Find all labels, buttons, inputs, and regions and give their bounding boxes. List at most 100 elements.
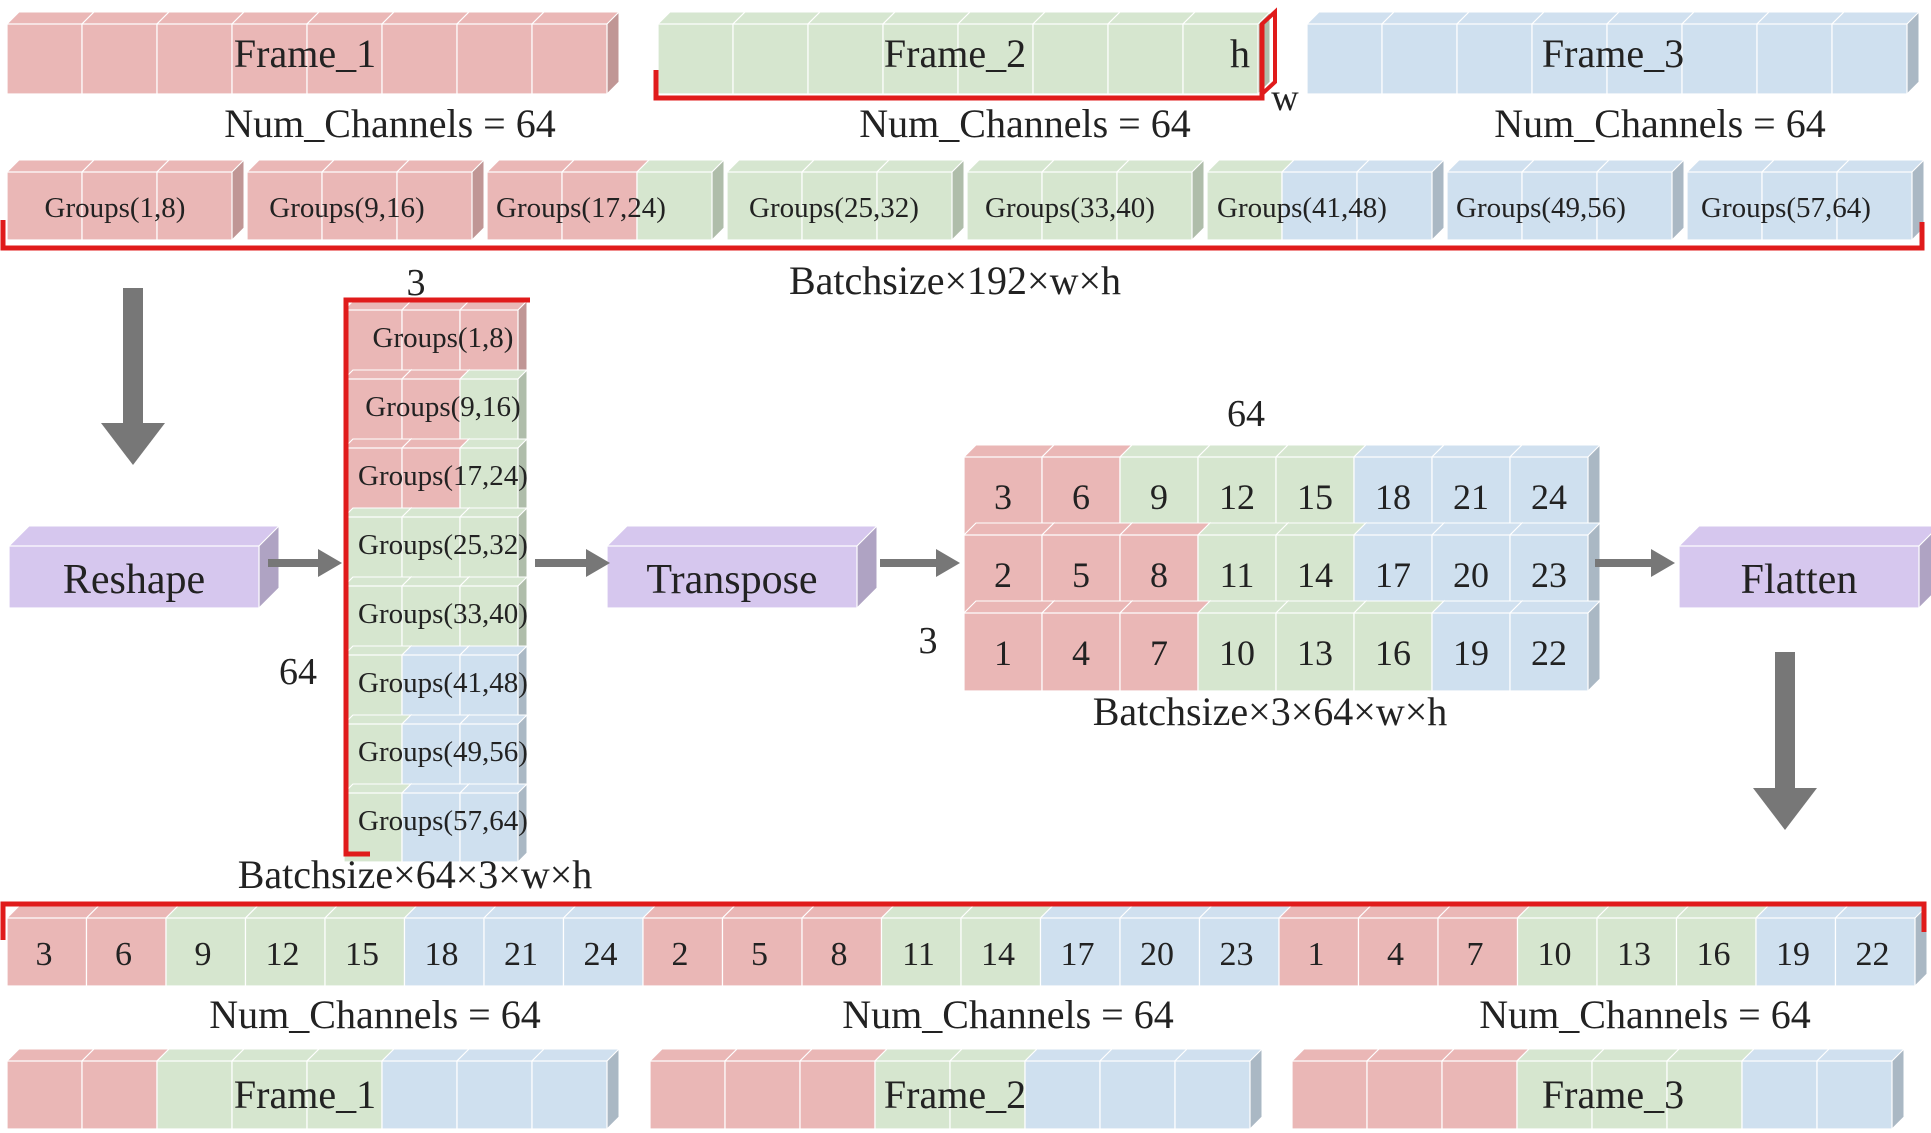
transpose-cell-label: 1 — [994, 633, 1012, 673]
frame-2-channel-highlight — [1260, 7, 1277, 99]
group-1-cube — [5, 158, 96, 242]
flat-row-label: 8 — [831, 936, 848, 973]
bottom-frame-2-channel-cube — [648, 1047, 739, 1131]
bottom-frame-2-channels: Num_Channels = 64 — [842, 992, 1173, 1037]
transpose-cell-label: 6 — [1072, 477, 1090, 517]
top-frame-2-channel-cube — [1106, 10, 1197, 96]
arrow-head — [318, 549, 342, 577]
row-shape-label: Batchsize×192×w×h — [789, 258, 1121, 303]
bottom-frame-2-channel-cube — [1173, 1047, 1264, 1131]
bottom-frame-1-channel-cube — [80, 1047, 171, 1131]
bottom-frame-3-channel-cube — [1440, 1047, 1531, 1131]
top-frame-2-channel-cube — [1031, 10, 1122, 96]
flat-row-cube — [5, 904, 100, 988]
reshape-label: Reshape — [63, 557, 205, 603]
bottom-frame-1-channel-cube — [5, 1047, 96, 1131]
flat-row-cube — [1834, 904, 1929, 988]
highlight-layer — [0, 7, 1927, 940]
bottom-frame-1-channel-cube — [380, 1047, 471, 1131]
text-layer: Frame_1 Frame_2 Frame_3 h w Num_Channels… — [36, 31, 1890, 1117]
flatten-label: Flatten — [1741, 557, 1858, 603]
flat-row-label: 1 — [1308, 936, 1325, 973]
flat-row-label: 11 — [902, 936, 935, 973]
bottom-frame-3-channel-cube — [1815, 1047, 1906, 1131]
transpose-cell-cube — [1040, 521, 1134, 615]
transpose-cell-label: 3 — [994, 477, 1012, 517]
flat-row-label: 4 — [1387, 936, 1404, 973]
groups-row-highlight — [0, 220, 1925, 251]
top-frame-2-channel-cube — [1181, 10, 1272, 96]
flat-row-cube — [1436, 904, 1531, 988]
arrow-head — [101, 423, 165, 465]
flat-row-label: 15 — [345, 936, 379, 973]
top-frame-3-channel-cube — [1455, 10, 1546, 96]
top-frame-3-channel-cube — [1680, 10, 1771, 96]
transpose-cell-label: 12 — [1219, 477, 1255, 517]
reshape-top-dim: 3 — [407, 262, 426, 304]
flat-row-label: 13 — [1617, 936, 1651, 973]
transpose-cell-label: 15 — [1297, 477, 1333, 517]
bottom-frame-3-channels: Num_Channels = 64 — [1479, 992, 1810, 1037]
transpose-cell-label: 11 — [1220, 555, 1255, 595]
flat-row-label: 12 — [266, 936, 300, 973]
flat-row-cube — [641, 904, 736, 988]
stack-group-label-5: Groups(33,40) — [358, 598, 528, 630]
transpose-cell-label: 17 — [1375, 555, 1411, 595]
bottom-frame-1-channel-cube — [305, 1047, 396, 1131]
group-3-cube — [635, 158, 726, 242]
transpose-cell-label: 8 — [1150, 555, 1168, 595]
bottom-frame-2-label: Frame_2 — [884, 1072, 1026, 1117]
transpose-side-dim: 3 — [919, 620, 938, 662]
flat-row-highlight — [0, 901, 1927, 940]
cube-layer — [5, 10, 1931, 1131]
top-frame-1-channel-cube — [530, 10, 621, 96]
stack-group-label-4: Groups(25,32) — [358, 529, 528, 561]
stack-row-1-cube — [400, 299, 471, 381]
top-frame-3-channels: Num_Channels = 64 — [1494, 101, 1825, 146]
stack-row-3-cube — [342, 437, 413, 519]
bottom-frame-3-channel-cube — [1365, 1047, 1456, 1131]
top-frame-2-label: Frame_2 — [884, 31, 1026, 76]
transpose-cell-label: 2 — [994, 555, 1012, 595]
stack-row-6-cube — [458, 644, 529, 726]
top-frame-1-channel-cube — [380, 10, 471, 96]
flat-row-label: 17 — [1061, 936, 1095, 973]
flat-row-label: 10 — [1538, 936, 1572, 973]
arrow-shaft — [123, 288, 143, 425]
stack-row-1-cube — [458, 299, 529, 381]
transpose-cell-label: 16 — [1375, 633, 1411, 673]
top-frame-3-channel-cube — [1755, 10, 1846, 96]
flat-row-label: 22 — [1856, 936, 1890, 973]
top-frame-1-channel-cube — [230, 10, 321, 96]
arrow-shaft — [1775, 652, 1795, 790]
stack-group-label-6: Groups(41,48) — [358, 667, 528, 699]
top-frame-3-channel-cube — [1830, 10, 1921, 96]
bottom-frame-3-channel-cube — [1665, 1047, 1756, 1131]
row-group-label-2: Groups(9,16) — [269, 192, 424, 224]
transpose-cell-label: 7 — [1150, 633, 1168, 673]
top-frame-3-channel-cube — [1305, 10, 1396, 96]
row-group-label-3: Groups(17,24) — [496, 192, 666, 224]
flat-row-label: 5 — [751, 936, 768, 973]
row-group-label-5: Groups(33,40) — [985, 192, 1155, 224]
transpose-cell-label: 20 — [1453, 555, 1489, 595]
flat-row-cube — [721, 904, 816, 988]
stack-row-2-cube — [342, 368, 413, 450]
row-group-label-1: Groups(1,8) — [45, 192, 186, 224]
top-frame-3-label: Frame_3 — [1542, 31, 1684, 76]
transpose-cell-label: 24 — [1531, 477, 1567, 517]
arrow-head — [1651, 549, 1675, 577]
bottom-frame-2-channel-cube — [1098, 1047, 1189, 1131]
flat-row-label: 24 — [584, 936, 618, 973]
arrow-head — [936, 549, 960, 577]
stack-group-label-1: Groups(1,8) — [373, 322, 514, 354]
group-4-cube — [875, 158, 966, 242]
group-5-cube — [1115, 158, 1206, 242]
flat-row-label: 2 — [672, 936, 689, 973]
flat-row-label: 9 — [195, 936, 212, 973]
bottom-frame-3-channel-cube — [1740, 1047, 1831, 1131]
arrow-head — [1753, 788, 1817, 830]
row-group-label-6: Groups(41,48) — [1217, 192, 1387, 224]
frame-2-h-label: h — [1230, 31, 1250, 76]
